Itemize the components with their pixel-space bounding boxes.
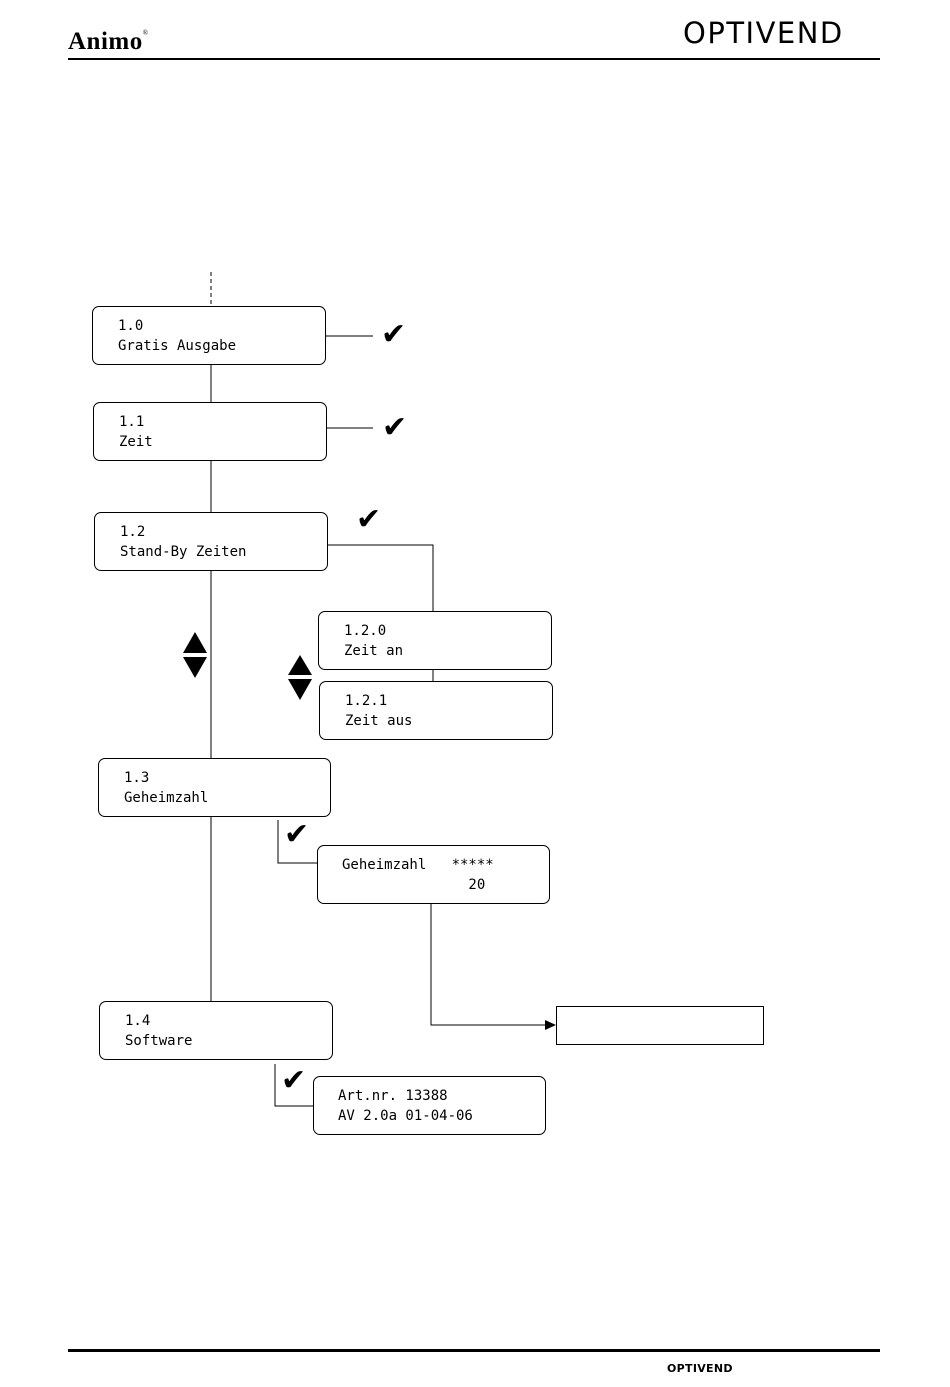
check-icon: ✔: [281, 1066, 306, 1096]
check-icon: ✔: [284, 820, 309, 850]
menu-label: Zeit: [119, 432, 153, 452]
up-down-arrow-icon: [287, 655, 313, 700]
menu-number: 1.2.0: [344, 621, 386, 641]
menu-item-zeit-aus[interactable]: 1.2.1 Zeit aus: [319, 681, 553, 740]
menu-item-geheimzahl[interactable]: 1.3 Geheimzahl: [98, 758, 331, 817]
menu-number: 1.2.1: [345, 691, 387, 711]
menu-number: 1.4: [125, 1011, 150, 1031]
software-info-display[interactable]: Art.nr. 13388 AV 2.0a 01-04-06: [313, 1076, 546, 1135]
menu-label: Software: [125, 1031, 192, 1051]
menu-label: Gratis Ausgabe: [118, 336, 236, 356]
menu-label: Geheimzahl: [124, 788, 208, 808]
menu-item-stand-by-zeiten[interactable]: 1.2 Stand-By Zeiten: [94, 512, 328, 571]
article-number: Art.nr. 13388: [338, 1086, 448, 1106]
software-version: AV 2.0a 01-04-06: [338, 1106, 473, 1126]
menu-label: Stand-By Zeiten: [120, 542, 246, 562]
check-icon: ✔: [356, 505, 381, 535]
geheimzahl-display[interactable]: Geheimzahl ***** 20: [317, 845, 550, 904]
up-down-arrow-icon: [182, 632, 208, 678]
menu-number: 1.2: [120, 522, 145, 542]
check-icon: ✔: [382, 413, 407, 443]
menu-item-zeit-an[interactable]: 1.2.0 Zeit an: [318, 611, 552, 670]
menu-label: Zeit an: [344, 641, 403, 661]
geheimzahl-value: 20: [342, 875, 485, 895]
footer-rule: [68, 1349, 880, 1352]
menu-number: 1.1: [119, 412, 144, 432]
menu-number: 1.0: [118, 316, 143, 336]
menu-label: Zeit aus: [345, 711, 412, 731]
geheimzahl-line: Geheimzahl *****: [342, 855, 494, 875]
optivend-footer-logo: OPTIVEND: [667, 1362, 733, 1375]
empty-display-box: [556, 1006, 764, 1045]
menu-item-gratis-ausgabe[interactable]: 1.0 Gratis Ausgabe: [92, 306, 326, 365]
menu-item-software[interactable]: 1.4 Software: [99, 1001, 333, 1060]
menu-item-zeit[interactable]: 1.1 Zeit: [93, 402, 327, 461]
check-icon: ✔: [381, 320, 406, 350]
menu-number: 1.3: [124, 768, 149, 788]
